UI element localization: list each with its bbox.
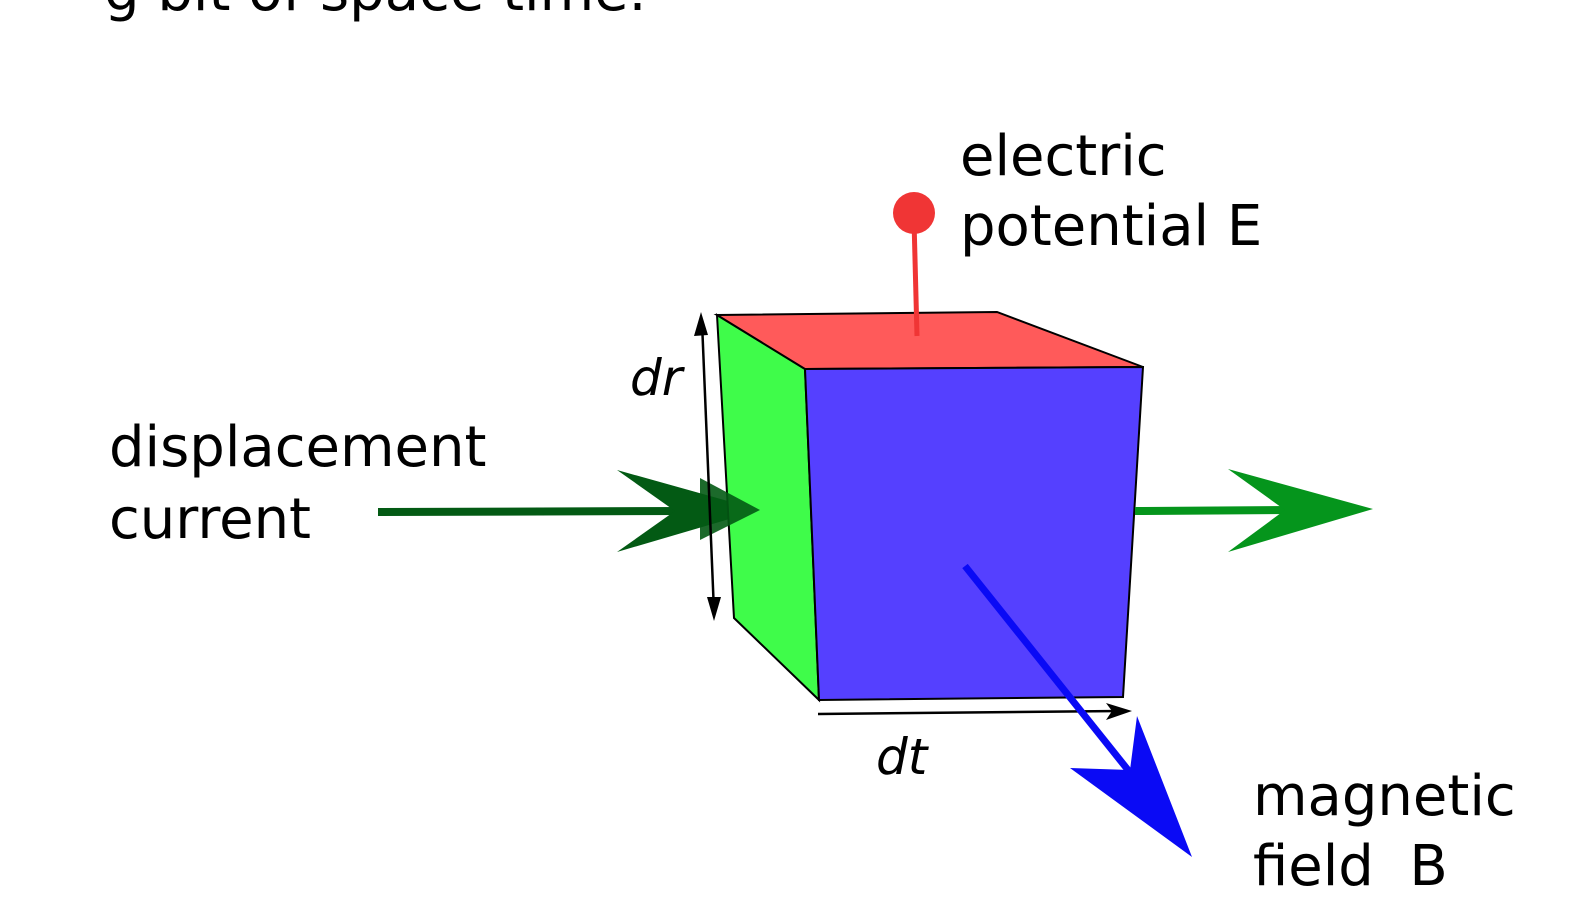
dt-dimension-arrow [817,703,1132,720]
cube-front-face [803,365,1145,702]
displacement-current-in-arrow [377,470,760,552]
displacement-current-label: displacement current [109,415,504,552]
dr-dimension-arrow [694,312,721,621]
dr-label: dr [630,349,686,407]
magnetic-field-arrow [962,563,1192,857]
top-caption: g bit of space time. [104,0,646,24]
magnetic-field-label: magnetic field B [1253,764,1533,899]
electric-potential-label: electric potential E [960,124,1262,259]
dt-label: dt [876,728,930,786]
electric-potential-marker [893,192,935,337]
displacement-current-out-arrow [1134,469,1373,552]
